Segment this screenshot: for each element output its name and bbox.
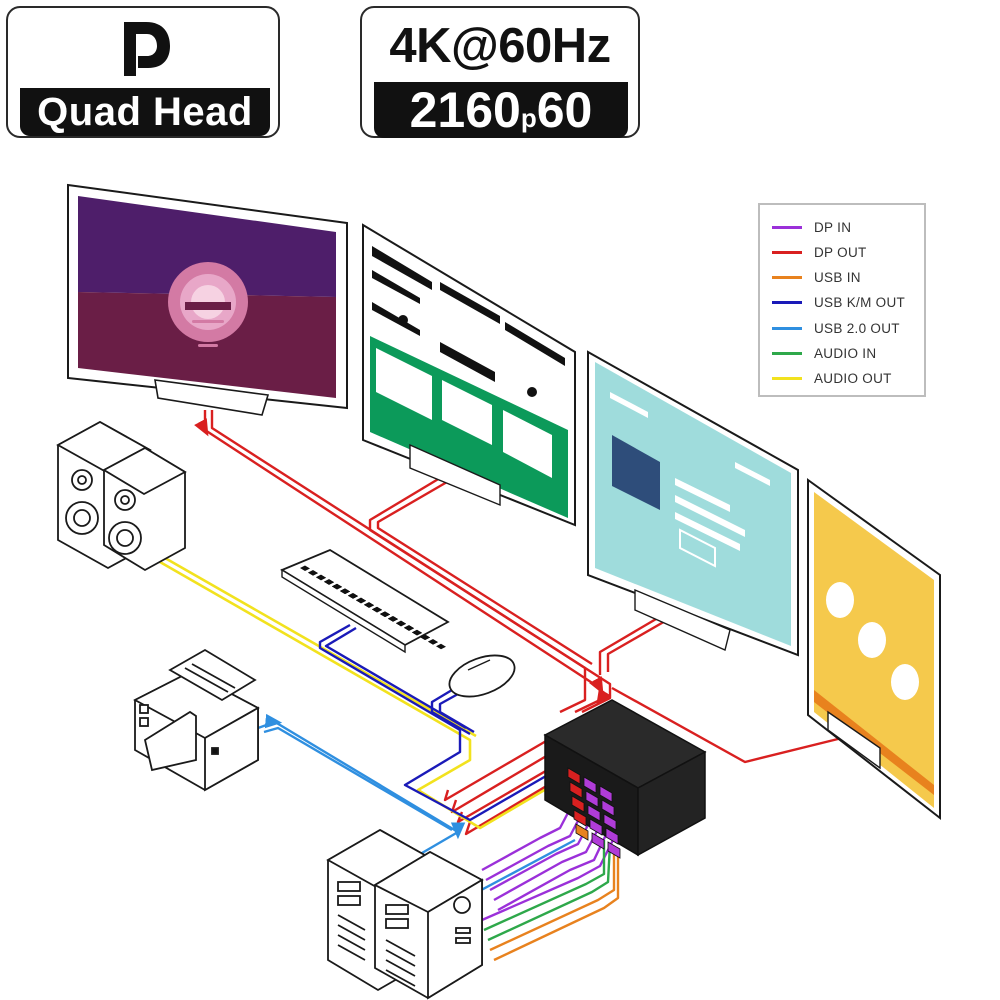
resolution-title: 4K@60Hz bbox=[389, 19, 611, 73]
usb-in-cable bbox=[489, 848, 616, 952]
keyboard-key bbox=[420, 634, 430, 640]
legend-label: USB 2.0 OUT bbox=[814, 320, 900, 336]
kvm-port bbox=[601, 799, 615, 817]
keyboard-key bbox=[428, 639, 438, 645]
monitor-2 bbox=[362, 223, 576, 527]
displayport-badge: Quad Head bbox=[6, 6, 280, 138]
legend-swatch bbox=[772, 352, 802, 355]
dp-out-cable-monitor-2 bbox=[368, 476, 587, 714]
keyboard-key bbox=[388, 616, 398, 622]
keyboard-key bbox=[364, 602, 374, 608]
dp-out-cable-monitor-4 bbox=[611, 686, 843, 764]
kvm-port bbox=[585, 790, 599, 808]
keyboard-key bbox=[332, 583, 342, 590]
kvm-port bbox=[599, 785, 613, 803]
quad-head-label-bar: Quad Head bbox=[20, 88, 270, 136]
kvm-port bbox=[603, 813, 617, 831]
resolution-label-bar: 2160p60 bbox=[374, 82, 628, 138]
kvm-port bbox=[607, 841, 621, 859]
kvm-port bbox=[583, 776, 597, 794]
kvm-port bbox=[589, 818, 603, 836]
legend-swatch bbox=[772, 250, 802, 254]
keyboard-key bbox=[356, 597, 366, 604]
kvm-port bbox=[573, 809, 587, 827]
legend-item: DP IN bbox=[772, 217, 851, 237]
resolution-main: 2160 bbox=[409, 82, 521, 138]
mouse bbox=[448, 654, 516, 698]
displayport-logo-icon bbox=[124, 22, 170, 76]
keyboard-key bbox=[300, 565, 310, 571]
legend-label: USB K/M OUT bbox=[814, 295, 906, 311]
legend-label: AUDIO IN bbox=[814, 346, 877, 361]
legend-label: DP IN bbox=[814, 219, 852, 235]
kvm-port bbox=[591, 832, 605, 850]
legend-label: DP OUT bbox=[814, 244, 867, 260]
kvm-switch bbox=[543, 699, 707, 859]
usb2-cable-printer bbox=[257, 713, 576, 903]
kvm-port bbox=[605, 827, 619, 845]
legend-swatch bbox=[772, 276, 802, 280]
keyboard-key bbox=[372, 606, 382, 613]
keyboard bbox=[280, 548, 450, 654]
quad-head-label: Quad Head bbox=[37, 89, 253, 134]
monitor-3 bbox=[587, 350, 799, 657]
dp-out-cable-monitor-3 bbox=[598, 610, 669, 675]
keyboard-key bbox=[412, 629, 422, 636]
kvm-port bbox=[587, 804, 601, 822]
legend-item: AUDIO IN bbox=[772, 344, 876, 364]
legend-swatch bbox=[772, 326, 802, 330]
computer-2 bbox=[373, 850, 484, 1000]
kvm-port bbox=[569, 781, 583, 799]
legend-swatch bbox=[772, 225, 802, 229]
kvm-port bbox=[567, 767, 581, 785]
keyboard-key bbox=[380, 611, 390, 617]
legend-item: USB K/M OUT bbox=[772, 293, 905, 313]
keyboard-key bbox=[340, 588, 350, 594]
keyboard-key bbox=[316, 574, 326, 581]
monitor-4 bbox=[807, 478, 941, 821]
legend-swatch bbox=[772, 301, 802, 305]
legend-label: AUDIO OUT bbox=[814, 371, 892, 387]
legend-item: USB IN bbox=[772, 268, 861, 288]
legend-label: USB IN bbox=[814, 270, 861, 286]
keyboard-key bbox=[404, 625, 414, 631]
keyboard-key bbox=[396, 620, 406, 627]
resolution-end: 60 bbox=[536, 82, 593, 138]
legend-swatch bbox=[772, 377, 802, 381]
legend-item: USB 2.0 OUT bbox=[772, 318, 900, 338]
kvm-port bbox=[575, 823, 589, 841]
kvm-port bbox=[571, 795, 585, 813]
resolution-badge: 4K@60Hz 2160p60 bbox=[360, 6, 640, 138]
keyboard-key bbox=[436, 643, 446, 650]
keyboard-key bbox=[348, 593, 358, 599]
legend-item: DP OUT bbox=[772, 242, 867, 262]
keyboard-key bbox=[324, 579, 334, 585]
monitor-1 bbox=[67, 183, 348, 416]
audio-in-cable bbox=[483, 840, 606, 932]
printer bbox=[133, 648, 260, 792]
usb-km-cable-keyboard bbox=[318, 623, 566, 822]
cable-legend: DP IN DP OUT USB IN USB K/M OUT USB 2.0 OUT A… bbox=[758, 203, 926, 397]
speakers bbox=[56, 420, 187, 572]
resolution-sub: p bbox=[520, 103, 537, 133]
keyboard-key bbox=[308, 570, 318, 576]
legend-item: AUDIO OUT bbox=[772, 369, 892, 389]
dp-out-cable-monitor-1 bbox=[194, 410, 612, 714]
